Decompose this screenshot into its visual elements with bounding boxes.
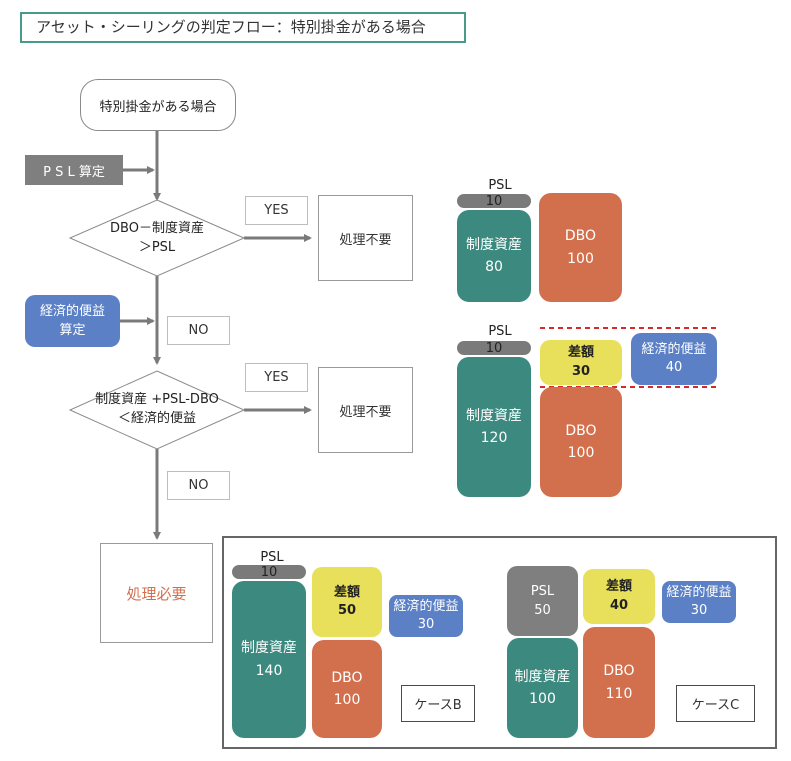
d1-assets-value: 80: [485, 259, 503, 275]
caseb-econ-label: 経済的便益: [393, 598, 459, 614]
d1-psl-bar: 10: [457, 193, 531, 209]
case-c-label-text: ケースC: [691, 698, 740, 713]
case-c-label: ケースC: [676, 685, 755, 722]
d1-assets-label: 制度資産: [466, 236, 522, 253]
caseb-dbo-block: DBO 100: [312, 640, 382, 738]
casec-psl-block: PSL 50: [507, 566, 578, 636]
decision-1-line1: DBO－制度資産: [110, 221, 204, 237]
start-node: 特別掛金がある場合: [80, 79, 236, 131]
casec-assets-value: 100: [529, 691, 556, 707]
caseb-assets-value: 140: [255, 662, 283, 679]
no-label-1-text: NO: [188, 323, 209, 338]
caseb-dbo-value: 100: [333, 692, 361, 708]
econ-benefit-calc-node: 経済的便益 算定: [25, 295, 120, 347]
d1-dbo-block: DBO 100: [539, 193, 622, 302]
yes-label-1-text: YES: [264, 203, 289, 218]
d2-psl-value: 10: [485, 340, 503, 356]
d1-plan-assets-block: 制度資産 80: [457, 210, 531, 302]
d2-dbo-label: DBO: [565, 422, 597, 439]
decision-2: 制度資産 +PSL-DBO ＜経済的便益: [80, 391, 234, 429]
caseb-econ-benefit-block: 経済的便益 30: [389, 595, 463, 637]
start-label: 特別掛金がある場合: [99, 99, 217, 115]
d2-psl-bar: 10: [457, 340, 531, 356]
econ-calc-line1: 経済的便益: [39, 303, 105, 319]
no-label-1: NO: [167, 316, 230, 345]
casec-psl-value: 50: [534, 603, 551, 618]
d2-diff-value: 30: [571, 363, 591, 379]
decision-2-line1: 制度資産 +PSL-DBO: [95, 392, 219, 408]
d2-assets-label: 制度資産: [466, 407, 522, 424]
casec-difference-block: 差額 40: [583, 569, 655, 624]
casec-psl-label: PSL: [530, 583, 555, 599]
casec-dbo-value: 110: [605, 685, 633, 702]
yes-label-2-text: YES: [264, 370, 289, 385]
casec-dbo-block: DBO 110: [583, 627, 655, 738]
casec-assets-label: 制度資産: [514, 668, 571, 685]
result-no-action-1-text: 処理不要: [339, 232, 392, 248]
d1-dbo-label: DBO: [564, 228, 597, 245]
d2-assets-value: 120: [480, 430, 508, 446]
caseb-psl-value: 10: [260, 564, 278, 580]
d1-psl-value: 10: [485, 193, 503, 209]
case-b-label-text: ケースB: [414, 698, 462, 713]
no-label-2: NO: [167, 471, 230, 500]
casec-econ-label: 経済的便益: [666, 584, 732, 600]
caseb-diff-value: 50: [337, 603, 357, 618]
d2-econ-benefit-block: 経済的便益 40: [631, 333, 717, 385]
d2-econ-value: 40: [665, 360, 683, 375]
casec-econ-value: 30: [690, 603, 708, 618]
psl-calc-label: P S L 算定: [43, 164, 105, 180]
econ-calc-line2: 算定: [59, 323, 86, 338]
caseb-diff-label: 差額: [333, 584, 360, 600]
caseb-dbo-label: DBO: [331, 669, 363, 686]
page-title: アセット・シーリングの判定フロー：特別掛金がある場合: [20, 12, 466, 43]
yes-label-1: YES: [245, 196, 308, 225]
d2-psl-label: PSL: [488, 323, 512, 339]
d2-difference-block: 差額 30: [540, 340, 622, 385]
d2-dbo-block: DBO 100: [540, 387, 622, 497]
case-b-label: ケースB: [401, 685, 475, 722]
caseb-plan-assets-block: 制度資産 140: [232, 581, 306, 738]
caseb-assets-label: 制度資産: [241, 640, 297, 657]
caseb-psl-label: PSL: [260, 549, 284, 565]
decision-2-line2: ＜経済的便益: [117, 411, 196, 426]
decision-1-line2: ＞PSL: [138, 240, 176, 255]
casec-dbo-label: DBO: [603, 663, 635, 680]
caseb-psl-bar: 10: [232, 564, 306, 580]
d2-diff-label: 差額: [567, 345, 594, 361]
d2-econ-label: 経済的便益: [641, 341, 707, 357]
d2-plan-assets-block: 制度資産 120: [457, 357, 531, 497]
d1-dbo-value: 100: [567, 250, 594, 267]
yes-label-2: YES: [245, 363, 308, 392]
result-no-action-2-text: 処理不要: [339, 404, 392, 420]
result-action-required-text: 処理必要: [126, 584, 187, 603]
casec-plan-assets-block: 制度資産 100: [507, 638, 578, 738]
caseb-econ-value: 30: [417, 617, 435, 632]
casec-econ-benefit-block: 経済的便益 30: [662, 581, 736, 623]
result-no-action-2: 処理不要: [318, 367, 413, 453]
d1-psl-label: PSL: [488, 177, 512, 193]
no-label-2-text: NO: [188, 478, 209, 493]
result-no-action-1: 処理不要: [318, 195, 413, 281]
psl-calc-node: P S L 算定: [25, 155, 123, 185]
decision-1: DBO－制度資産 ＞PSL: [90, 220, 224, 258]
d2-dbo-value: 100: [567, 445, 595, 461]
casec-diff-label: 差額: [605, 579, 632, 595]
result-action-required: 処理必要: [100, 543, 213, 643]
caseb-difference-block: 差額 50: [312, 567, 382, 637]
casec-diff-value: 40: [609, 597, 629, 613]
